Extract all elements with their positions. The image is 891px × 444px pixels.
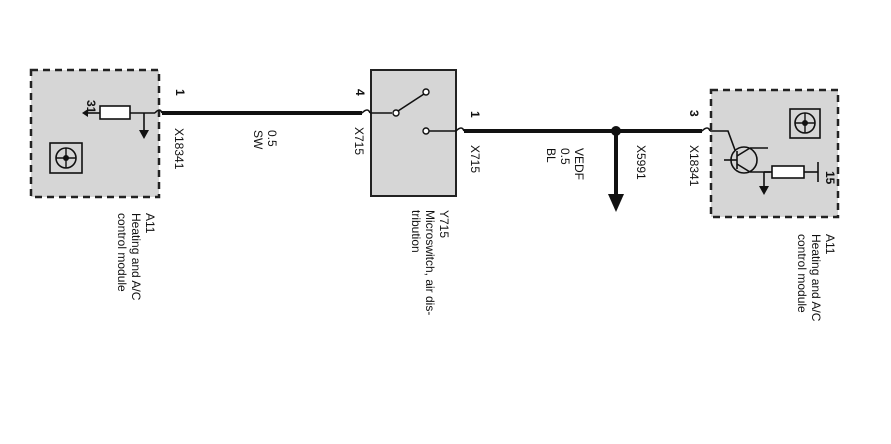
ground-arrow-icon [759,186,769,195]
switch-connector-in: X715 [352,127,366,155]
splice-arrow-icon [608,194,624,212]
module-right-name-line2: control module [795,234,809,313]
module-left [29,68,161,199]
module-right-name-line1: Heating and A/C [809,234,823,322]
switch-connector-out: X715 [468,145,482,173]
splice-id: X5991 [634,145,648,180]
switch-name-line2: tribution [409,210,423,253]
module-left-name-line2: control module [115,213,129,292]
ground-arrow-icon [139,130,149,139]
switch-y715 [361,69,465,197]
wire-left-gauge: 0.5 [265,130,279,147]
wire-right-code: VEDF [572,148,586,180]
wire-right-color: BL [544,148,558,163]
module-right [701,88,840,219]
switch-box [370,69,457,197]
switch-pin-in: 4 [353,89,367,96]
wire-right-gauge: 0.5 [558,148,572,165]
module-left-internal-pin: 31 [84,100,98,114]
fan-blower-icon [789,108,821,139]
module-right-connector-mark [701,127,711,132]
module-right-id: A11 [823,234,837,255]
module-left-resistor [82,105,155,139]
module-left-connector: X18341 [172,128,186,170]
switch-id: Y715 [437,210,451,238]
module-right-internal-pin: 15 [823,171,837,185]
switch-out-connector-mark [455,127,465,132]
module-left-id: A11 [143,213,157,234]
module-right-pin-number: 3 [687,110,701,117]
wire-left-color: SW [251,130,265,150]
module-right-connector: X18341 [687,145,701,187]
module-left-box [29,68,161,199]
fan-blower-icon [49,142,83,174]
switch-pin-out: 1 [468,111,482,118]
switch-name-line1: Microswitch, air dis- [423,210,437,315]
module-left-connector-mark [154,109,163,114]
module-left-pin-number: 1 [173,89,187,96]
module-left-name-line1: Heating and A/C [129,213,143,301]
module-right-resistor [759,162,819,195]
splice-x5991 [608,126,624,212]
switch-in-connector-mark [361,109,371,114]
